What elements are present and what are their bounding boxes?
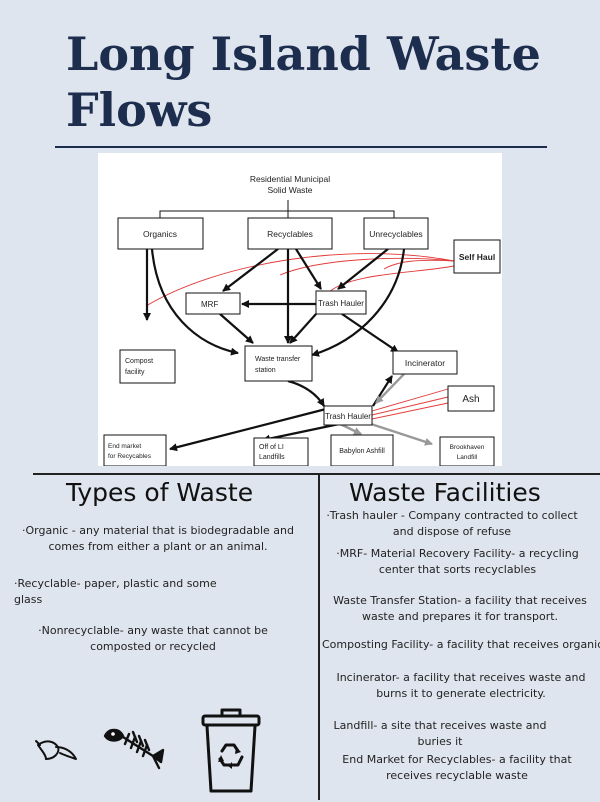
waste-transfer-label-2: station (255, 367, 276, 374)
trash-hauler-bottom-label: Trash Hauler (325, 412, 371, 421)
types-heading: Types of Waste (66, 478, 254, 507)
fish-bone-icon (103, 722, 167, 774)
page-title: Long Island Waste Flows (66, 27, 541, 137)
unrecyclables-box (363, 217, 429, 250)
brookhaven-label-1: Brookhaven (450, 444, 485, 451)
unrecyclables-label: Unrecyclables (369, 229, 422, 239)
section-divider-horizontal (33, 473, 600, 475)
mrf-label: MRF (201, 300, 218, 309)
compost-box (119, 349, 176, 384)
ash-box (447, 385, 495, 412)
self-haul-box (453, 239, 501, 274)
facility-item-end-market: End Market for Recyclables- a facility t… (342, 753, 572, 782)
babylon-label: Babylon Ashfill (339, 448, 385, 455)
title-divider (55, 146, 547, 148)
babylon-box (330, 434, 394, 466)
waste-flow-arrows (143, 248, 406, 452)
ash-label: Ash (462, 394, 479, 405)
self-haul-flow-lines (145, 253, 455, 420)
type-item-organic: ·Organic - any material that is biodegra… (22, 524, 294, 553)
type-item-recyclable: ·Recyclable- paper, plastic and some gla… (14, 577, 217, 606)
rmsw-label-2: Solid Waste (267, 185, 312, 195)
waste-transfer-box (244, 345, 313, 382)
trash-hauler-top-box (315, 290, 367, 315)
section-divider-vertical (318, 475, 320, 800)
recyclables-box (247, 217, 333, 250)
incinerator-label: Incinerator (405, 358, 445, 368)
mrf-box (185, 292, 241, 315)
recycling-bin-icon (200, 707, 262, 797)
brookhaven-box (439, 436, 495, 466)
end-market-box (103, 434, 167, 466)
trash-hauler-top-label: Trash Hauler (318, 299, 364, 308)
facility-item-landfill: Landfill- a site that receives waste and… (333, 719, 547, 748)
rmsw-branch-lines (159, 200, 395, 218)
facility-item-waste-transfer: Waste Transfer Station- a facility that … (333, 594, 587, 623)
off-li-label-2: Landfills (259, 454, 285, 461)
end-market-label-1: End market (108, 443, 141, 450)
banana-peel-icon (32, 735, 80, 765)
facility-item-incinerator: Incinerator- a facility that receives wa… (336, 671, 586, 700)
incinerator-box (392, 350, 458, 375)
organics-box (117, 217, 204, 250)
brookhaven-label-2: Landfill (457, 454, 478, 461)
facility-item-trash-hauler: ·Trash hauler - Company contracted to co… (326, 509, 578, 538)
trash-hauler-bottom-box (323, 405, 373, 426)
organics-label: Organics (143, 229, 177, 239)
waste-flow-diagram: Residential Municipal Solid Waste Organi… (98, 153, 502, 466)
type-item-nonrecyclable: ·Nonrecyclable- any waste that cannot be… (38, 624, 268, 653)
rmsw-label-1: Residential Municipal (250, 174, 330, 184)
waste-flow-svg: Residential Municipal Solid Waste Organi… (103, 174, 501, 466)
compost-label-1: Compost (125, 358, 153, 365)
facility-item-mrf: ·MRF- Material Recovery Facility- a recy… (336, 547, 579, 576)
self-haul-label: Self Haul (459, 252, 495, 262)
facility-item-composting: Composting Facility- a facility that rec… (322, 638, 600, 651)
facilities-heading: Waste Facilities (349, 478, 541, 507)
off-li-label-1: Off of LI (259, 444, 284, 451)
off-li-box (253, 437, 309, 466)
compost-label-2: facility (125, 369, 145, 376)
recyclables-label: Recyclables (267, 229, 313, 239)
waste-transfer-label-1: Waste transfer (255, 356, 301, 363)
end-market-label-2: for Recycables (108, 453, 152, 460)
